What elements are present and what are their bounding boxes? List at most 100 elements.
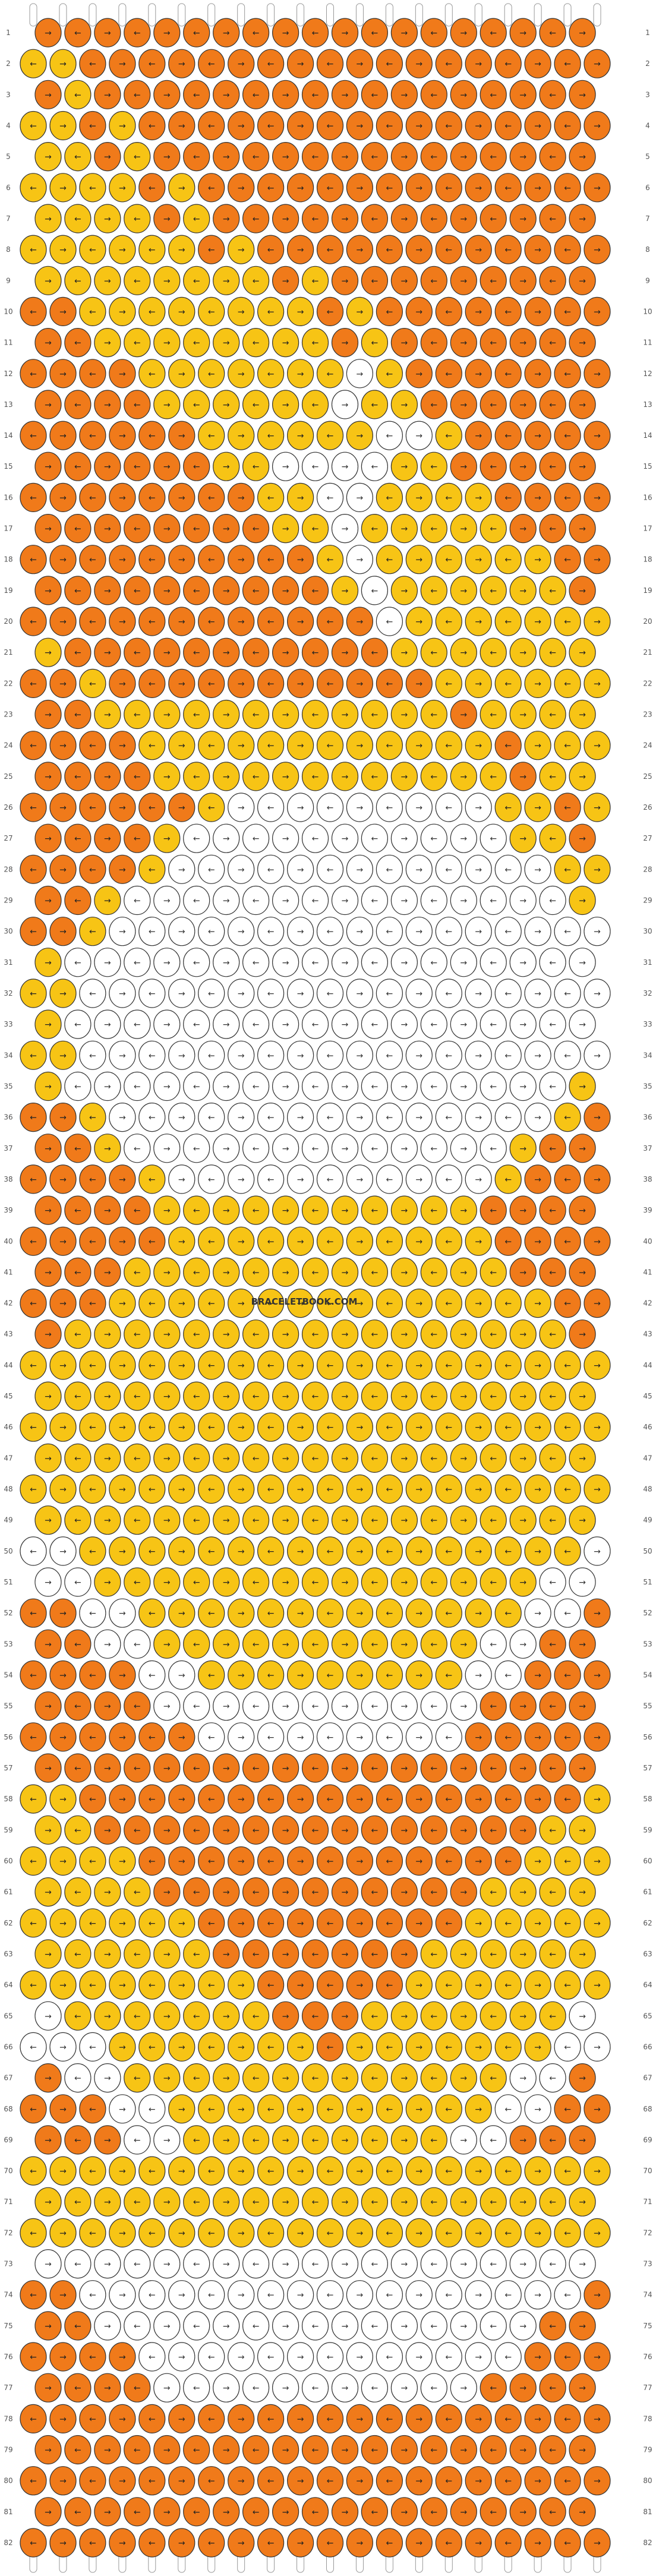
- knot-arrow: →: [178, 2167, 185, 2176]
- knot-arrow: ←: [504, 2291, 512, 2300]
- knot-arrow: ←: [564, 1299, 571, 1309]
- knot: [480, 266, 507, 295]
- knot: [257, 173, 285, 203]
- knot-arrow: ←: [74, 1144, 81, 1154]
- knot-arrow: →: [534, 617, 541, 627]
- knot-arrow: ←: [134, 1268, 141, 1277]
- knot-arrow: ←: [504, 1919, 512, 1928]
- knot-arrow: ←: [371, 772, 379, 782]
- knot-arrow: →: [282, 1826, 289, 1835]
- knot: [79, 359, 106, 389]
- knot-arrow: →: [104, 525, 111, 534]
- knot-arrow: ←: [312, 1702, 319, 1712]
- knot-arrow: →: [119, 431, 126, 441]
- knot-arrow: ←: [193, 1888, 200, 1898]
- knot-arrow: →: [357, 2539, 364, 2548]
- knot-arrow: →: [104, 400, 111, 410]
- knot: [79, 173, 106, 203]
- knot-arrow: ←: [253, 586, 260, 596]
- knot-arrow: →: [59, 1485, 67, 1495]
- knot: [213, 576, 240, 605]
- row-number: 70: [643, 2167, 652, 2175]
- knot-arrow: →: [475, 1299, 482, 1309]
- knot: [465, 49, 492, 78]
- knot-arrow: →: [297, 431, 304, 441]
- knot-arrow: →: [342, 1764, 349, 1773]
- knot-arrow: →: [178, 2105, 185, 2114]
- knot-arrow: →: [401, 1268, 408, 1277]
- knot: [405, 607, 433, 636]
- knot-arrow: →: [534, 1299, 541, 1309]
- knot-arrow: ←: [430, 1640, 437, 1649]
- knot-arrow: →: [282, 711, 289, 720]
- knot-arrow: ←: [30, 1175, 37, 1185]
- knot-arrow: →: [594, 2228, 601, 2238]
- knot-arrow: ←: [312, 1330, 319, 1340]
- knot: [287, 607, 314, 636]
- knot-arrow: →: [282, 462, 289, 472]
- knot-arrow: ←: [549, 711, 556, 720]
- knot-arrow: →: [475, 2167, 482, 2176]
- row-number: 28: [643, 865, 652, 873]
- knot-arrow: →: [238, 307, 245, 317]
- knot: [554, 296, 581, 327]
- knot-arrow: ←: [74, 2508, 81, 2517]
- knot-arrow: →: [594, 555, 601, 565]
- knot-arrow: →: [475, 2539, 482, 2548]
- knot-arrow: ←: [327, 307, 334, 317]
- knot-arrow: →: [119, 2291, 126, 2300]
- knot-arrow: ←: [430, 2260, 437, 2269]
- knot: [420, 142, 447, 172]
- knot-arrow: ←: [30, 1051, 37, 1060]
- knot-arrow: ←: [386, 2291, 393, 2300]
- knot-arrow: →: [178, 1609, 185, 1618]
- knot-arrow: ←: [267, 184, 275, 193]
- knot-arrow: →: [534, 2414, 541, 2424]
- knot-arrow: →: [45, 2074, 52, 2083]
- knot-arrow: →: [238, 2167, 245, 2176]
- knot-arrow: →: [415, 2414, 422, 2424]
- knot-arrow: ←: [564, 2043, 571, 2052]
- knot-arrow: →: [282, 1578, 289, 1587]
- knot-arrow: →: [460, 1640, 467, 1649]
- knot-arrow: ←: [445, 989, 452, 999]
- knot-arrow: →: [357, 2414, 364, 2424]
- knot-arrow: ←: [149, 184, 156, 193]
- knot-arrow: →: [357, 370, 364, 379]
- knot-arrow: ←: [193, 896, 200, 906]
- knot-arrow: ←: [312, 1020, 319, 1030]
- knot-arrow: ←: [371, 2198, 379, 2207]
- knot-arrow: ←: [74, 214, 81, 224]
- knot-arrow: ←: [430, 1082, 437, 1092]
- knot-arrow: →: [475, 2353, 482, 2362]
- knot-arrow: ←: [549, 1330, 556, 1340]
- knot-arrow: ←: [490, 462, 497, 472]
- knot-arrow: ←: [430, 958, 437, 968]
- knot-arrow: →: [534, 741, 541, 751]
- knot-arrow: →: [297, 2043, 304, 2052]
- knot-arrow: ←: [208, 1361, 215, 1371]
- knot: [465, 359, 492, 389]
- knot-arrow: →: [45, 90, 52, 100]
- knot-arrow: ←: [74, 711, 81, 720]
- knot: [539, 327, 566, 358]
- knot-arrow: →: [119, 2167, 126, 2176]
- knot: [94, 513, 121, 544]
- knot: [301, 327, 329, 358]
- knot-arrow: →: [342, 400, 349, 410]
- knot-arrow: ←: [327, 431, 334, 441]
- knot: [584, 173, 611, 203]
- knot-arrow: →: [119, 741, 126, 751]
- row-number: 60: [643, 1857, 652, 1865]
- knot-arrow: →: [415, 2353, 422, 2362]
- knot-arrow: ←: [30, 59, 37, 69]
- knot-arrow: ←: [134, 1082, 141, 1092]
- knot: [228, 607, 255, 636]
- knot-arrow: ←: [386, 493, 393, 503]
- knot-arrow: →: [282, 1082, 289, 1092]
- knot-arrow: →: [475, 1237, 482, 1246]
- row-number: 37: [643, 1144, 652, 1153]
- knot-arrow: ←: [30, 1981, 37, 1990]
- knot-arrow: →: [178, 2414, 185, 2424]
- knot-arrow: →: [223, 2384, 230, 2393]
